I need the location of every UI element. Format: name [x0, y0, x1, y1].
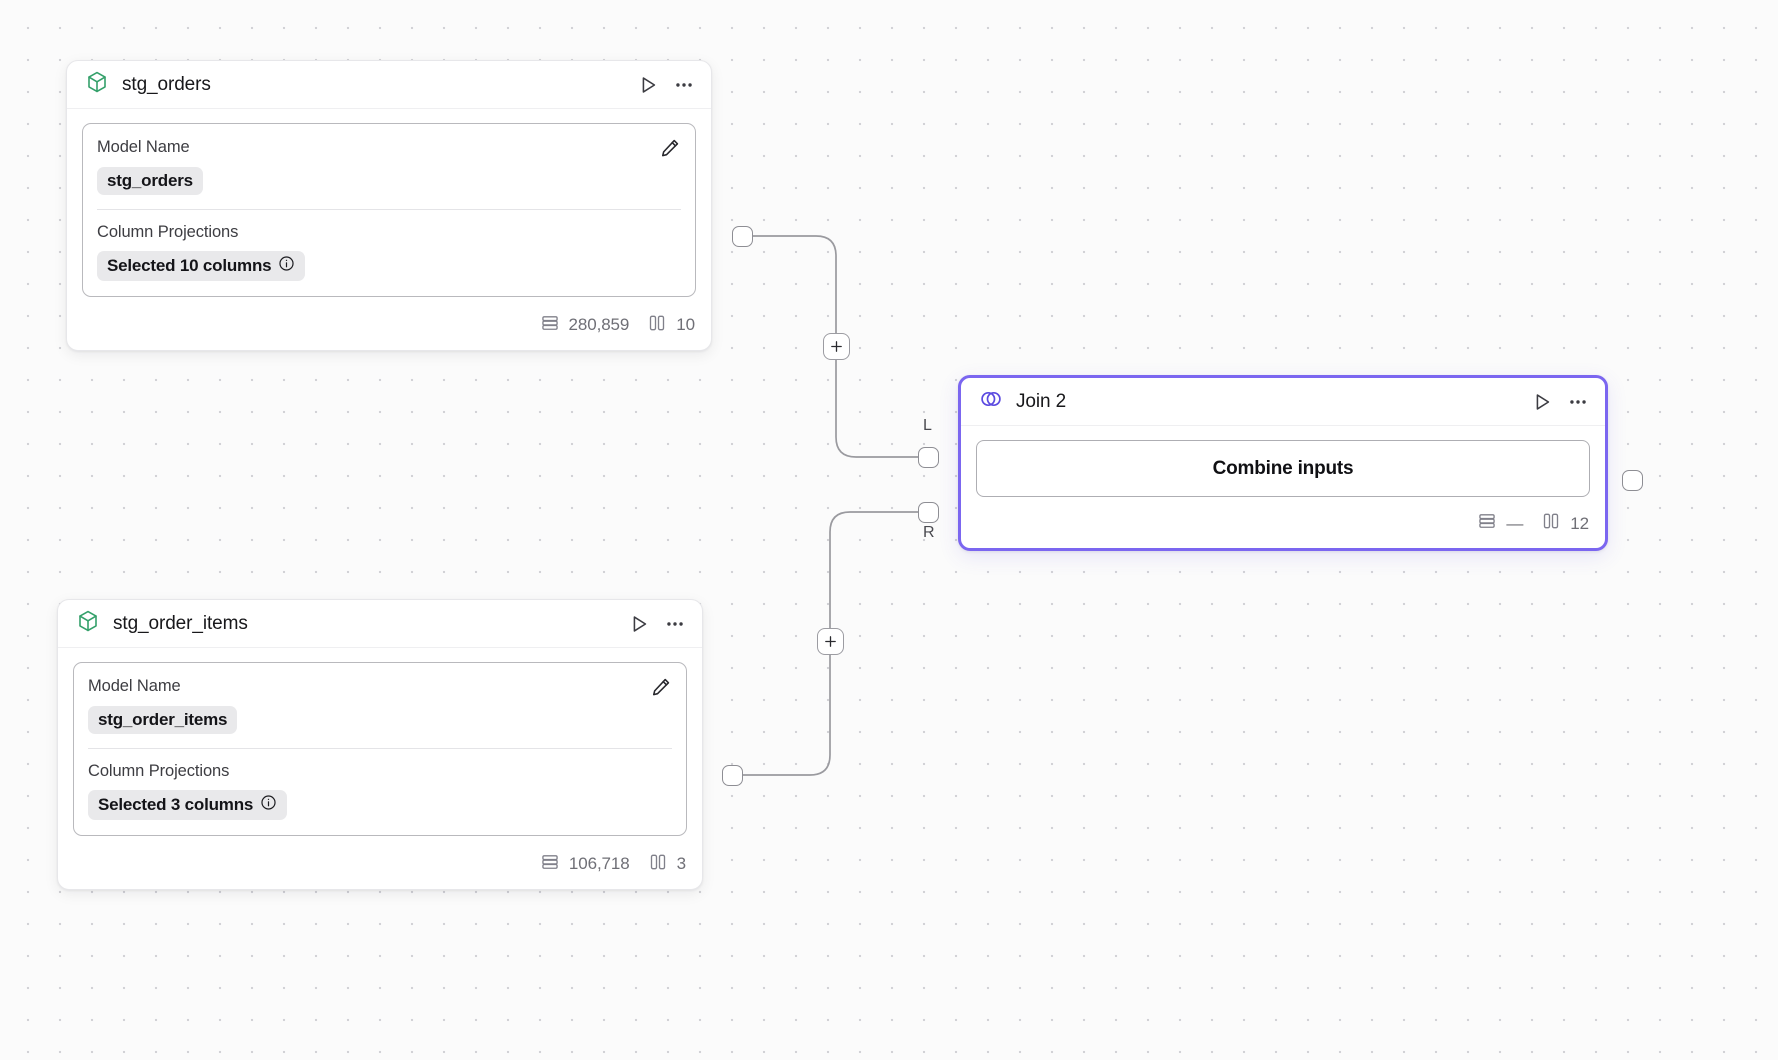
play-icon[interactable] [1531, 391, 1553, 413]
columns-stat: 12 [1541, 511, 1589, 536]
node-stg-order-items[interactable]: stg_order_items Model Name [57, 599, 703, 890]
combine-inputs-label: Combine inputs [1212, 457, 1354, 479]
rows-stat: 106,718 [540, 852, 630, 877]
more-options-icon[interactable] [673, 74, 695, 96]
output-port-stg-order-items[interactable] [722, 765, 743, 786]
column-projections-label: Column Projections [97, 223, 239, 241]
model-name-text: stg_order_items [98, 710, 228, 729]
input-port-join-right[interactable] [918, 502, 939, 523]
rows-count-value: 106,718 [568, 854, 630, 874]
plus-icon [825, 636, 836, 647]
node-body: Combine inputs [961, 426, 1605, 501]
node-stg-orders[interactable]: stg_orders Model Name [66, 60, 712, 351]
play-icon[interactable] [628, 613, 650, 635]
columns-count-value: 10 [676, 315, 695, 335]
field-divider [88, 748, 672, 749]
play-icon[interactable] [637, 74, 659, 96]
columns-count-value: 3 [676, 854, 686, 874]
rows-count-icon [1477, 511, 1497, 536]
info-icon[interactable] [278, 255, 295, 277]
input-port-label-right: R [923, 524, 935, 541]
rows-count-icon [540, 852, 560, 877]
rows-count-icon [540, 313, 560, 338]
model-name-text: stg_orders [107, 171, 193, 190]
node-title: stg_orders [122, 73, 211, 95]
columns-count-icon [648, 852, 668, 877]
input-port-label-left: L [923, 417, 932, 434]
node-header: stg_orders [67, 61, 711, 109]
node-footer: 106,718 3 [58, 842, 702, 889]
pencil-edit-icon[interactable] [650, 676, 672, 698]
cube-icon [76, 609, 100, 638]
rows-stat: 280,859 [540, 313, 630, 338]
more-options-icon[interactable] [1567, 391, 1589, 413]
field-divider [97, 209, 681, 210]
output-port-stg-orders[interactable] [732, 226, 753, 247]
model-name-value[interactable]: stg_orders [97, 167, 203, 195]
column-projections-text: Selected 3 columns [98, 794, 254, 814]
column-projections-label: Column Projections [88, 762, 230, 780]
node-body: Model Name stg_orders Column Projections… [67, 109, 711, 303]
input-port-join-left[interactable] [918, 447, 939, 468]
model-name-label: Model Name [88, 677, 181, 695]
node-footer: 280,859 10 [67, 303, 711, 350]
model-name-label: Model Name [97, 138, 190, 156]
node-title: Join 2 [1016, 390, 1067, 412]
rows-stat: — [1477, 511, 1523, 536]
columns-stat: 10 [647, 313, 695, 338]
node-body: Model Name stg_order_items Column Projec… [58, 648, 702, 842]
columns-stat: 3 [648, 852, 686, 877]
add-node-on-edge-button-bottom[interactable] [817, 628, 844, 655]
venn-join-icon [979, 387, 1003, 416]
column-projections-value[interactable]: Selected 3 columns [88, 789, 288, 820]
node-config-box: Model Name stg_order_items Column Projec… [73, 662, 687, 836]
add-node-on-edge-button-top[interactable] [823, 333, 850, 360]
node-header: stg_order_items [58, 600, 702, 648]
model-name-value[interactable]: stg_order_items [88, 706, 238, 734]
column-projections-value[interactable]: Selected 10 columns [97, 250, 306, 281]
column-projections-text: Selected 10 columns [107, 255, 272, 275]
output-port-join-2[interactable] [1622, 470, 1643, 491]
cube-icon [85, 70, 109, 99]
combine-inputs-button[interactable]: Combine inputs [976, 440, 1590, 497]
more-options-icon[interactable] [664, 613, 686, 635]
columns-count-icon [647, 313, 667, 338]
node-header: Join 2 [961, 378, 1605, 426]
node-title: stg_order_items [113, 612, 248, 634]
rows-count-value: 280,859 [568, 315, 630, 335]
node-join-2[interactable]: Join 2 Combine inputs [958, 375, 1608, 551]
node-footer: — 12 [961, 501, 1605, 548]
info-icon[interactable] [260, 794, 277, 816]
plus-icon [831, 341, 842, 352]
rows-count-value: — [1506, 513, 1524, 533]
pencil-edit-icon[interactable] [659, 137, 681, 159]
columns-count-value: 12 [1570, 513, 1589, 533]
node-config-box: Model Name stg_orders Column Projections… [82, 123, 696, 297]
columns-count-icon [1541, 511, 1561, 536]
